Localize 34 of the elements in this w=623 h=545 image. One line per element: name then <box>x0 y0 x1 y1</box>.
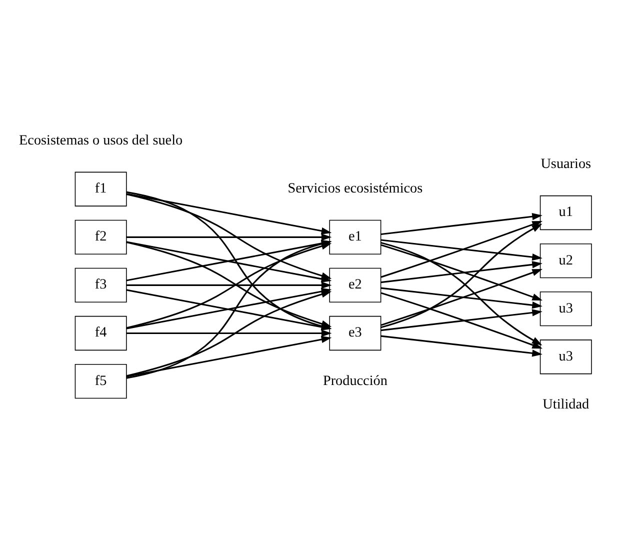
label: Utilidad <box>542 396 590 412</box>
node-box: f3 <box>74 267 127 302</box>
node-box: f5 <box>74 363 127 398</box>
arrow <box>380 212 542 235</box>
arrow <box>380 223 542 328</box>
arrow <box>380 308 542 331</box>
node-box: f2 <box>74 219 127 254</box>
node-box: u3 <box>540 339 592 374</box>
label: Usuarios <box>540 156 592 172</box>
label: Servicios ecosistémicos <box>288 180 423 196</box>
arrow <box>380 334 542 356</box>
node-box: u2 <box>540 242 592 278</box>
node-box: e1 <box>329 219 382 254</box>
arrow <box>126 335 332 377</box>
node-box: f1 <box>74 171 127 206</box>
arrow <box>126 233 332 240</box>
arrow <box>380 220 542 278</box>
label: Ecosistemas o usos del suelo <box>19 132 183 148</box>
arrow <box>380 238 542 260</box>
node-box: u3 <box>540 291 592 326</box>
node-box: u1 <box>540 194 592 230</box>
arrow <box>126 192 332 234</box>
arrow <box>380 241 542 345</box>
node-box: f4 <box>74 315 127 350</box>
arrow <box>380 292 543 348</box>
arrow <box>126 329 332 336</box>
arrow <box>380 286 542 308</box>
arrow <box>380 244 543 300</box>
label: Producción <box>322 372 388 388</box>
arrow <box>126 281 332 288</box>
node-box: e2 <box>329 267 382 302</box>
arrow <box>380 260 542 283</box>
arrow <box>380 268 542 326</box>
node-box: e3 <box>329 315 382 350</box>
